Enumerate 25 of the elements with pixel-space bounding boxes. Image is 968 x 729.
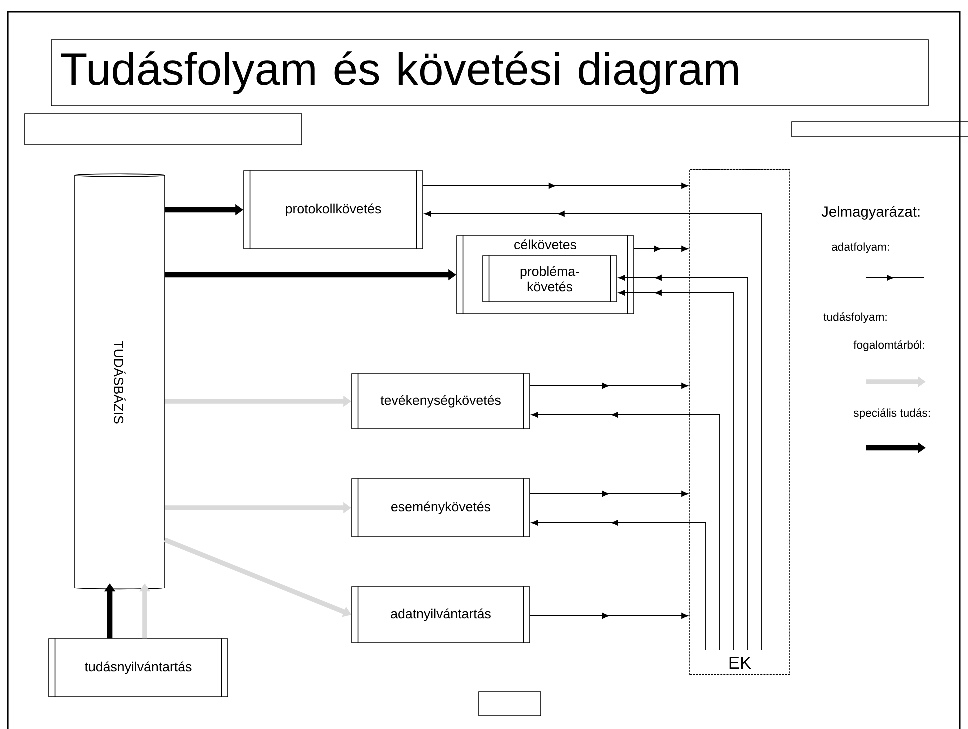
cylinder: TUDÁSBÁZIS	[74, 174, 166, 590]
cylinder: EK	[690, 169, 790, 676]
arrow	[530, 383, 688, 389]
process-box: tevékenységkövetés	[352, 373, 530, 430]
arrow	[532, 412, 720, 651]
process-box: tudásnyilvántartás	[48, 638, 228, 698]
legend-text: adatfolyam:	[832, 242, 890, 254]
legend-text: fogalomtárból:	[854, 340, 924, 352]
process-box: probléma- követés	[482, 255, 618, 303]
title-box: Tudásfolyam és követési diagram	[51, 40, 929, 106]
legend-text: speciális tudás:	[854, 408, 930, 420]
arrow	[424, 211, 762, 651]
legend-heading: tudásfolyam:	[824, 312, 887, 324]
legend-heading: Jelmagyarázat:	[822, 206, 920, 220]
arrow	[532, 520, 706, 651]
arrow	[422, 183, 688, 189]
empty-box	[478, 692, 542, 716]
process-box: adatnyilvántartás	[352, 586, 530, 644]
empty-box	[792, 122, 968, 138]
arrow	[530, 613, 688, 619]
empty-box	[24, 114, 302, 146]
arrow	[634, 246, 688, 252]
arrow	[530, 491, 688, 497]
process-box: eseménykövetés	[352, 478, 530, 538]
process-box: protokollkövetés	[244, 170, 424, 250]
